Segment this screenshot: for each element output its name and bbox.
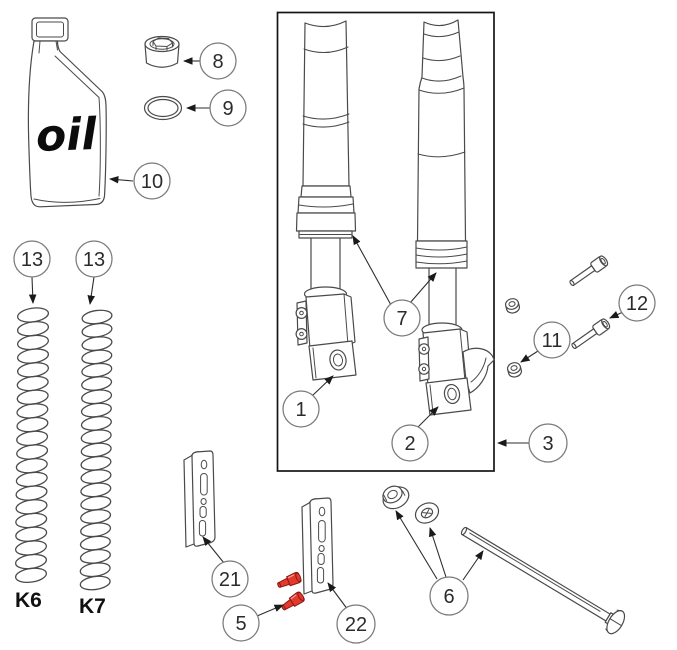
front-axle <box>460 526 626 635</box>
callout-10-number: 10 <box>141 171 163 193</box>
callout-13-right-number: 13 <box>83 249 105 271</box>
mount-bracket-left <box>183 450 216 548</box>
callout-8: 8 <box>199 42 237 80</box>
flanged-nut <box>382 485 410 510</box>
callout-22-number: 22 <box>345 614 367 636</box>
callout-3-number: 3 <box>542 433 553 455</box>
callout-6-number: 6 <box>443 586 454 608</box>
callout-2: 2 <box>391 424 429 462</box>
callout-7: 7 <box>383 299 421 337</box>
pinch-nut-lower <box>505 360 524 379</box>
oil-bottle: oil <box>27 17 107 208</box>
callout-12-number: 12 <box>626 293 648 315</box>
callout-10: 10 <box>133 162 171 200</box>
callout-9-number: 9 <box>222 98 233 120</box>
callout-1: 1 <box>282 390 320 428</box>
callout-arrows <box>28 57 624 617</box>
callout-2-number: 2 <box>404 433 415 455</box>
callout-3: 3 <box>528 423 568 463</box>
callout-5: 5 <box>222 604 260 642</box>
callout-21: 21 <box>211 560 249 598</box>
callout-5-number: 5 <box>235 613 246 635</box>
callout-9: 9 <box>209 89 247 127</box>
callout-1-number: 1 <box>295 399 306 421</box>
pinch-bolt-lower <box>568 316 612 353</box>
callout-7-number: 7 <box>396 308 407 330</box>
fork-cap-part <box>144 35 180 68</box>
callout-13-left-number: 13 <box>21 249 43 271</box>
spring-label-k7: K7 <box>79 595 106 618</box>
callout-12: 12 <box>618 284 656 322</box>
callout-22: 22 <box>336 604 376 644</box>
red-screw-lower <box>279 590 307 614</box>
callout-11-number: 11 <box>542 330 563 352</box>
callout-13-right: 13 <box>75 240 113 278</box>
o-ring-part <box>143 95 183 121</box>
fork-spring-k6 <box>14 305 50 585</box>
spring-label-k6: K6 <box>15 589 42 612</box>
axle-washer <box>414 502 440 524</box>
callout-8-number: 8 <box>212 51 223 73</box>
pinch-bolt-upper <box>566 253 610 290</box>
red-screw-upper <box>275 570 303 592</box>
fork-spring-k7 <box>78 307 114 593</box>
left-fork-leg <box>295 20 357 381</box>
pinch-nut-upper <box>503 296 522 315</box>
callout-11: 11 <box>533 321 571 359</box>
right-fork-leg <box>415 19 495 416</box>
callout-6: 6 <box>429 576 469 616</box>
callout-21-number: 21 <box>219 569 241 591</box>
fork-assembly-box <box>276 11 495 472</box>
oil-bottle-label: oil <box>35 109 98 162</box>
callout-13-left: 13 <box>13 240 51 278</box>
mount-bracket-right <box>301 497 334 595</box>
